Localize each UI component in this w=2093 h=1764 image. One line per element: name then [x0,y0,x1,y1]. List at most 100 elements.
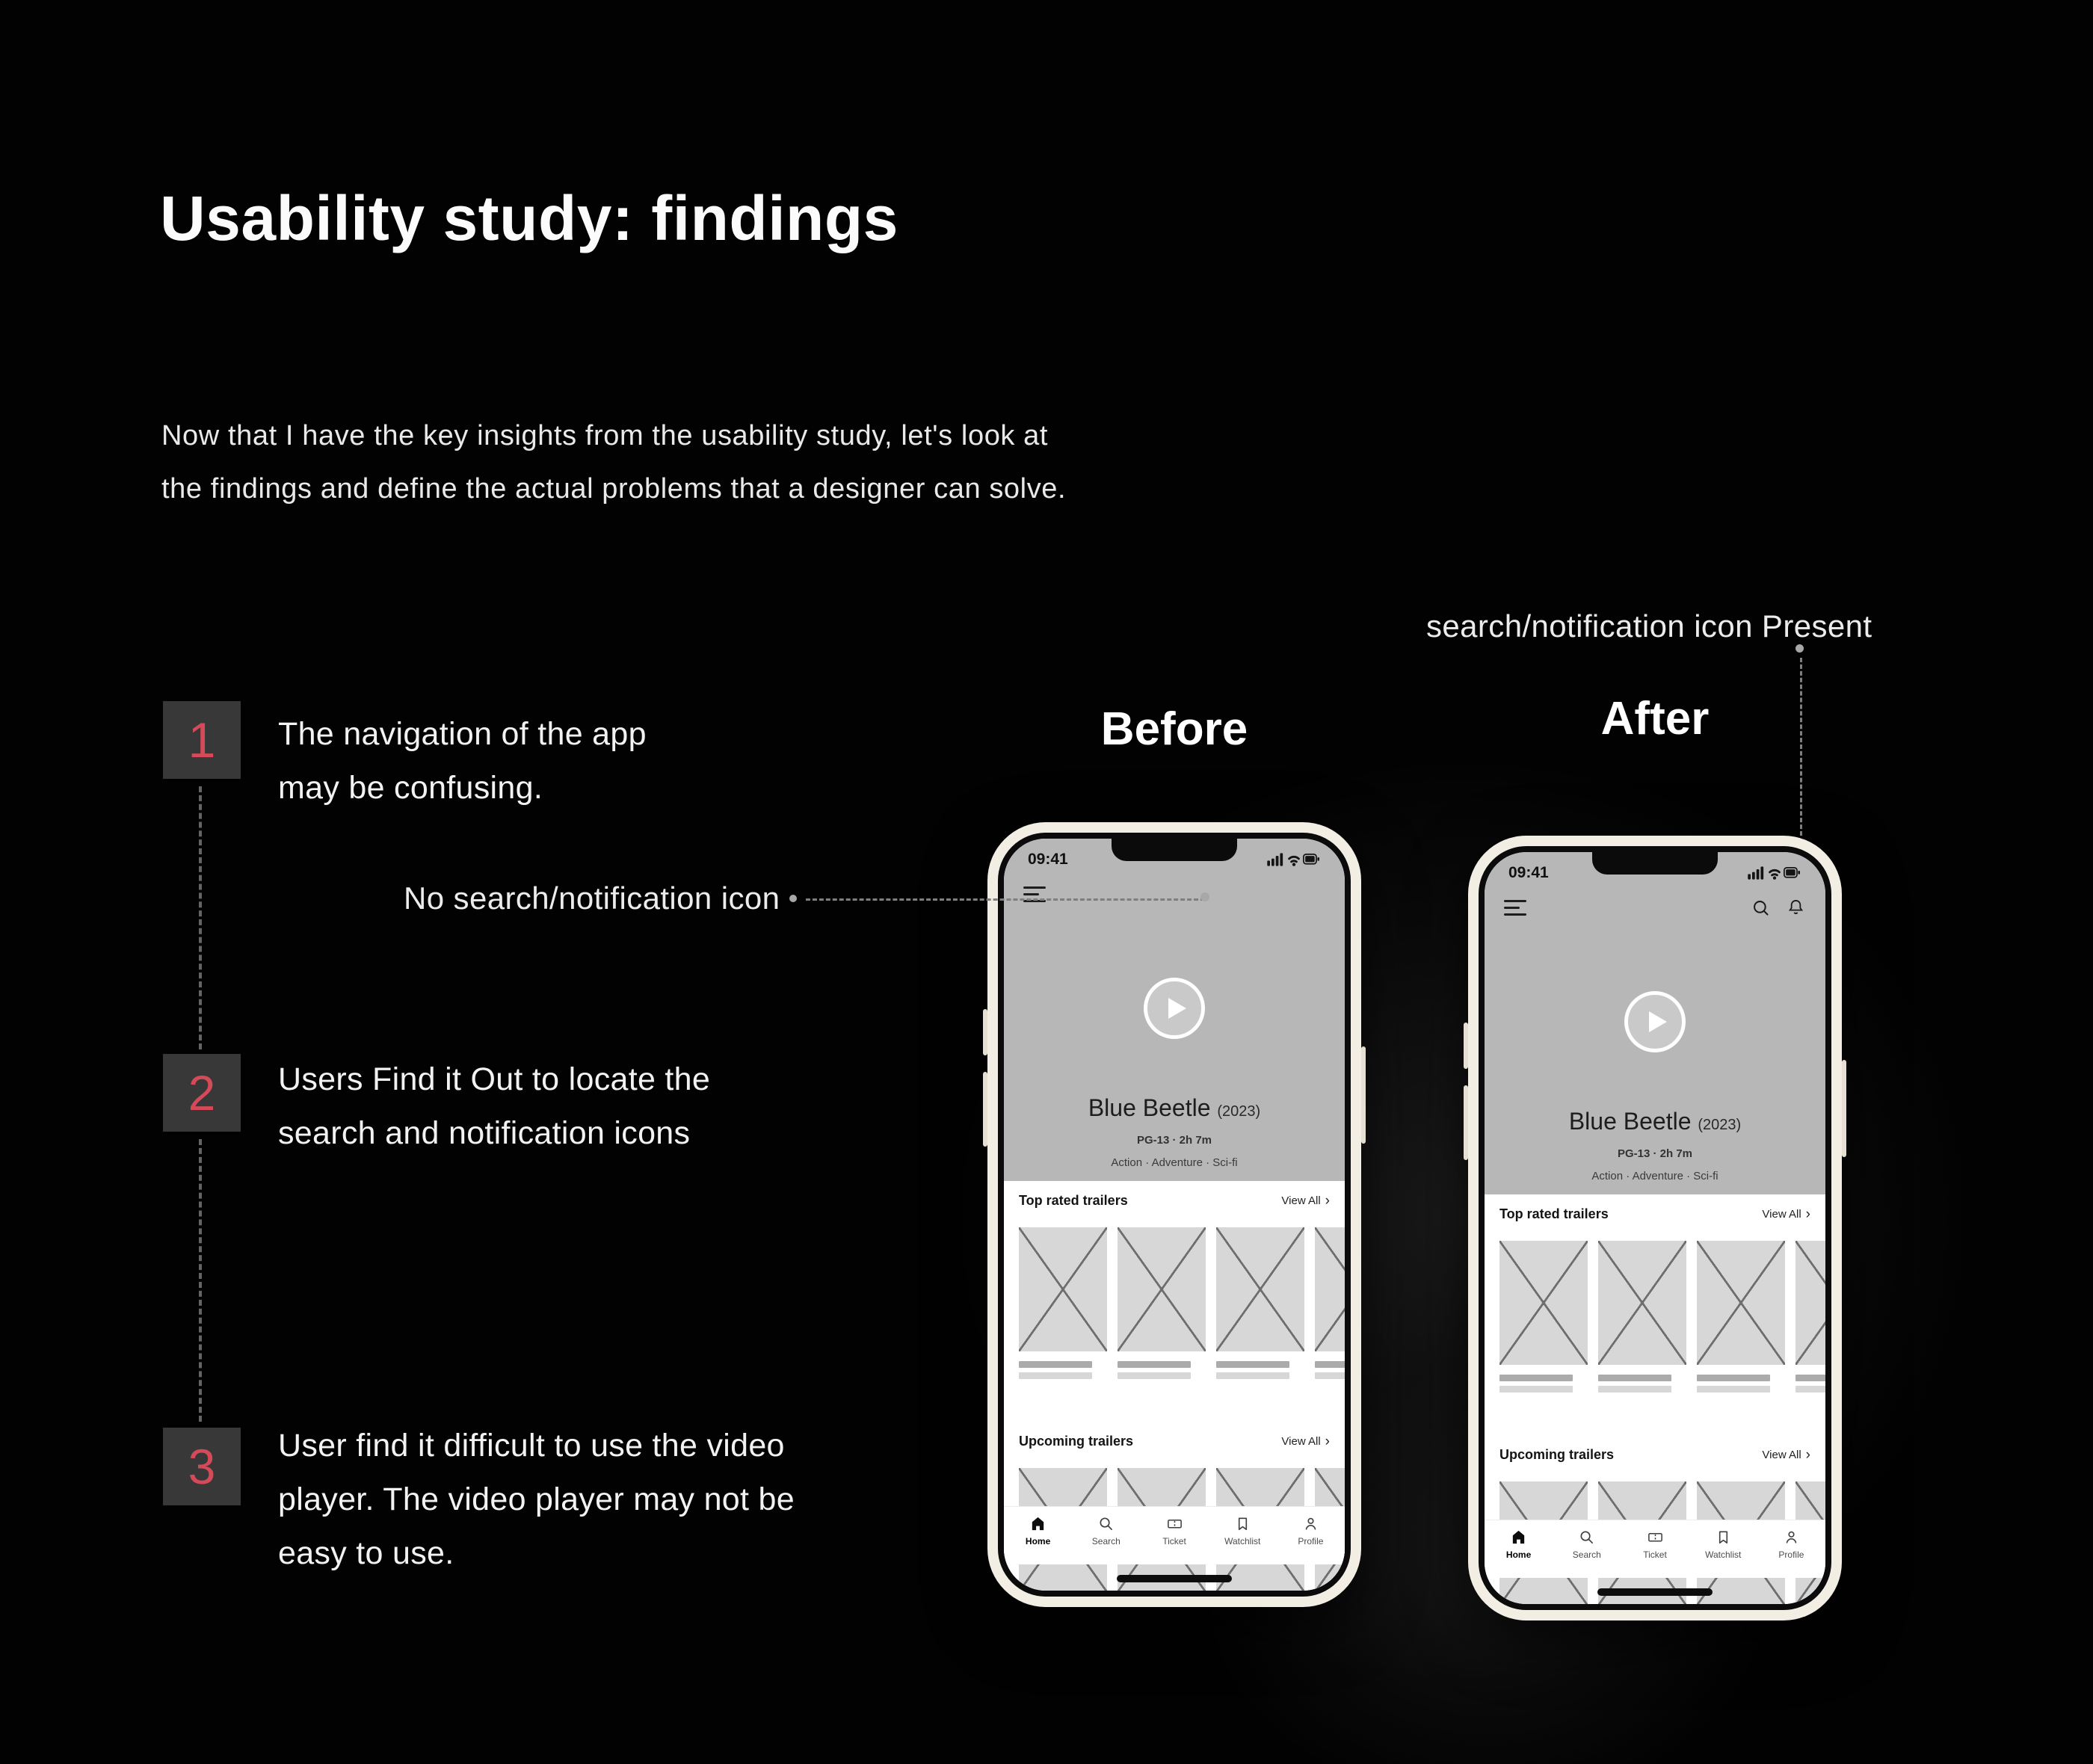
annotation-before: No search/notification icon [404,881,780,916]
title-placeholder [1216,1361,1289,1368]
watchlist-icon [1719,1531,1727,1544]
subtitle-placeholder [1795,1386,1825,1393]
app-bar-actions [1751,898,1806,918]
status-time: 09:41 [1508,864,1549,881]
movie-genres: Action · Adventure · Sci-fi [1111,1156,1238,1169]
nav-item-profile[interactable]: Profile [1277,1507,1345,1564]
bottom-nav: Home Search Ticket Watchlist [1004,1506,1345,1564]
page-title: Usability study: findings [160,183,898,253]
nav-label: Profile [1778,1549,1804,1560]
power-button [1361,1046,1366,1144]
view-all-link[interactable]: View All › [1762,1448,1810,1462]
movie-title: Blue Beetle (2023) [1004,1094,1345,1122]
nav-item-ticket[interactable]: Ticket [1621,1520,1689,1578]
status-icons [1267,853,1319,866]
profile-icon [1305,1517,1316,1530]
nav-item-ticket[interactable]: Ticket [1140,1507,1208,1564]
annotation-before-dot [789,895,797,902]
subtitle-placeholder [1697,1386,1770,1393]
top-rated-row [1485,1241,1825,1393]
view-all-link[interactable]: View All › [1281,1434,1330,1449]
search-icon[interactable] [1751,898,1771,918]
before-label: Before [1100,703,1248,755]
movie-year: (2023) [1698,1117,1742,1133]
play-icon [1168,998,1186,1019]
section-top-rated: Top rated trailers View All › [1004,1193,1345,1209]
play-button[interactable] [1144,978,1205,1039]
phone-screen: 09:41 [998,833,1351,1597]
intro-paragraph: Now that I have the key insights from th… [161,420,1067,505]
view-all-label: View All [1281,1435,1321,1448]
finding-number-3: 3 [163,1428,241,1505]
profile-icon [1786,1531,1797,1544]
chevron-right-icon: › [1325,1193,1330,1209]
home-icon [1512,1530,1525,1544]
trailer-placeholder[interactable] [1315,1227,1345,1351]
volume-up-button [1464,1023,1468,1069]
trailer-placeholder[interactable] [1598,1241,1686,1365]
title-placeholder [1499,1375,1573,1381]
subtitle-placeholder [1598,1386,1671,1393]
menu-icon[interactable] [1023,886,1046,902]
search-icon [1580,1531,1594,1544]
trailer-placeholder[interactable] [1118,1227,1206,1351]
finding-connector-2 [199,1139,202,1422]
movie-meta: PG-13 · 2h 7m [1617,1147,1693,1160]
movie-meta: PG-13 · 2h 7m [1136,1134,1212,1147]
nav-label: Watchlist [1705,1549,1742,1560]
annotation-before-end-dot [1200,892,1209,901]
bottom-nav: Home Search Ticket Watchlist [1485,1520,1825,1578]
view-all-link[interactable]: View All › [1281,1194,1330,1208]
notification-bell-icon[interactable] [1786,898,1806,918]
after-label: After [1600,693,1710,744]
nav-item-home[interactable]: Home [1485,1520,1553,1578]
movie-title-text: Blue Beetle [1088,1094,1211,1121]
nav-item-watchlist[interactable]: Watchlist [1209,1507,1277,1564]
subtitle-placeholder [1118,1372,1191,1379]
view-all-label: View All [1762,1449,1801,1461]
status-time: 09:41 [1028,851,1068,868]
nav-item-watchlist[interactable]: Watchlist [1689,1520,1757,1578]
ticket-icon [1167,1519,1182,1529]
hero-trailer-area: 09:41 [1004,839,1345,1181]
title-placeholder [1697,1375,1770,1381]
ticket-icon [1647,1532,1662,1542]
menu-icon[interactable] [1504,899,1526,916]
movie-year: (2023) [1217,1103,1261,1120]
section-title: Top rated trailers [1499,1206,1609,1221]
section-title: Upcoming trailers [1499,1447,1615,1462]
subtitle-placeholder [1499,1386,1573,1393]
screen-content: Top rated trailers View All › Upcoming t… [1485,1194,1825,1604]
trailer-placeholder[interactable] [1697,1241,1785,1365]
annotation-after-line [1800,658,1802,836]
title-placeholder [1118,1361,1191,1368]
phone-notch [1112,839,1237,861]
nav-item-home[interactable]: Home [1004,1507,1072,1564]
nav-item-search[interactable]: Search [1553,1520,1621,1578]
finding-text-1: The navigation of the app may be confusi… [278,716,647,806]
volume-down-button [983,1072,987,1147]
annotation-before-line [806,898,1205,901]
finding-number-2: 2 [163,1054,241,1132]
home-icon [1032,1517,1044,1531]
finding-text-2: Users Find it Out to locate the search a… [278,1061,711,1151]
nav-label: Search [1572,1549,1601,1560]
title-placeholder [1598,1375,1671,1381]
view-all-label: View All [1281,1194,1321,1207]
trailer-placeholder[interactable] [1216,1227,1304,1351]
view-all-link[interactable]: View All › [1762,1207,1810,1221]
trailer-placeholder[interactable] [1499,1241,1588,1365]
nav-item-profile[interactable]: Profile [1757,1520,1825,1578]
trailer-placeholder[interactable] [1019,1227,1107,1351]
trailer-placeholder[interactable] [1795,1241,1825,1365]
chevron-right-icon: › [1805,1447,1810,1463]
nav-item-search[interactable]: Search [1072,1507,1140,1564]
finding-connector-1 [199,786,202,1049]
phone-screen: 09:41 [1479,846,1831,1610]
movie-title: Blue Beetle (2023) [1485,1108,1825,1135]
screen-content: Top rated trailers View All › Upcoming t… [1004,1181,1345,1591]
play-button[interactable] [1624,991,1686,1052]
phone-mockup-before: 09:41 [983,822,1366,1607]
finding-text-3: User find it difficult to use the video … [278,1428,795,1571]
